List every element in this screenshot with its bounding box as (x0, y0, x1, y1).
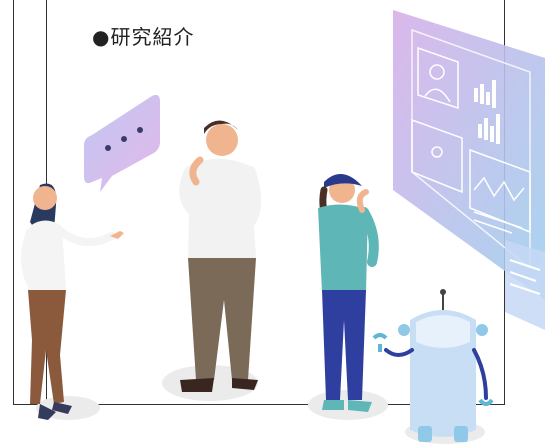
holographic-display-panel (393, 10, 545, 330)
woman-cap-thinking (318, 174, 379, 412)
heading-bullet: ● (92, 25, 111, 49)
heading-text: 研究紹介 (110, 25, 195, 49)
frame-left-line (13, 0, 14, 405)
speech-bubble-icon (84, 94, 160, 192)
section-heading: ●研究紹介 (92, 21, 194, 50)
woman-waving (21, 183, 124, 420)
robot-character (372, 289, 494, 442)
man-thinking (179, 120, 262, 392)
frame-bottom-line (13, 404, 505, 405)
